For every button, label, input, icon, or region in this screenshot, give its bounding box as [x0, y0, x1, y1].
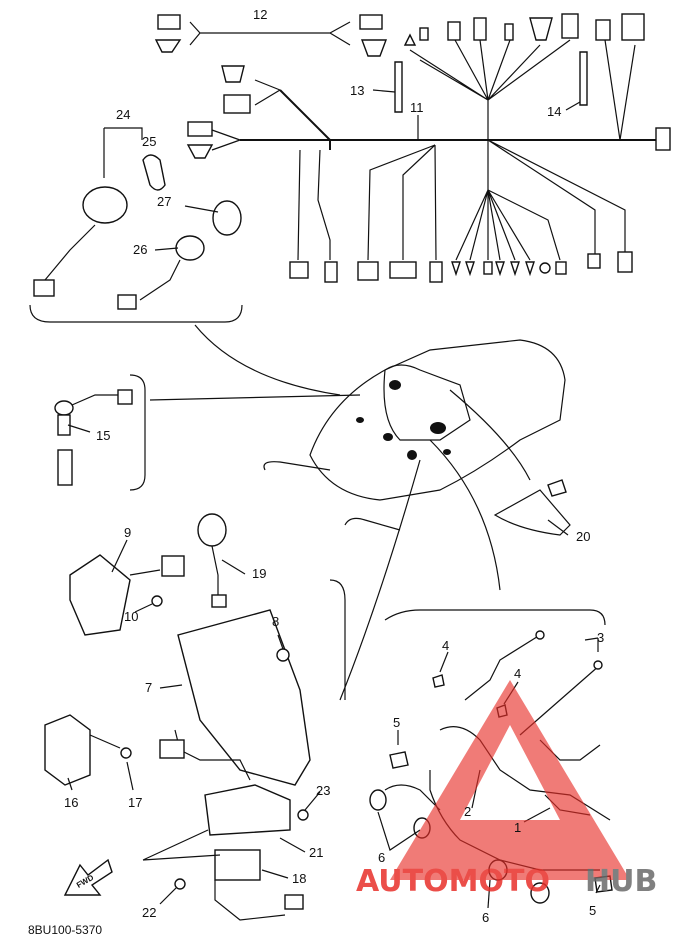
part-label-23: 23	[316, 783, 330, 798]
part-label-15: 15	[96, 428, 110, 443]
watermark-triangle-icon	[390, 680, 630, 880]
part-label-7: 7	[145, 680, 152, 695]
part-label-5b: 5	[589, 903, 596, 918]
part-label-21: 21	[309, 845, 323, 860]
part-label-26: 26	[133, 242, 147, 257]
part-label-13: 13	[350, 83, 364, 98]
part-label-4a: 4	[442, 638, 449, 653]
part-label-8: 8	[272, 614, 279, 629]
watermark: AUTOMOTO HUB	[356, 680, 657, 899]
part-label-11: 11	[410, 100, 424, 115]
part-label-6a: 6	[378, 850, 385, 865]
part-label-10: 10	[124, 609, 138, 624]
snowmobile-illustration	[149, 324, 571, 701]
part-label-5a: 5	[393, 715, 400, 730]
left-components	[44, 374, 346, 921]
part-label-19: 19	[252, 566, 266, 581]
part-labels: 12 13 11 14 24 25 27 26 15 9 19 20 10 8 …	[64, 7, 604, 925]
part-label-16: 16	[64, 795, 78, 810]
part-label-20: 20	[576, 529, 590, 544]
part-label-17: 17	[128, 795, 142, 810]
part-label-9: 9	[124, 525, 131, 540]
watermark-text-gray: HUB	[585, 864, 657, 899]
part-label-25: 25	[142, 134, 156, 149]
part-label-3: 3	[597, 630, 604, 645]
watermark-text-red: AUTOMOTO	[356, 864, 550, 899]
drawing-code: 8BU100-5370	[28, 923, 102, 937]
part-label-24: 24	[116, 107, 130, 122]
part-label-18: 18	[292, 871, 306, 886]
part-label-4b: 4	[514, 666, 521, 681]
leader-lines	[67, 89, 601, 909]
part-label-14: 14	[547, 104, 561, 119]
wire-harness-group	[154, 13, 671, 283]
fwd-arrow-icon	[63, 858, 113, 896]
part-label-27: 27	[157, 194, 171, 209]
part-label-6b: 6	[482, 910, 489, 925]
part-label-1: 1	[514, 820, 521, 835]
key-switch-group	[29, 127, 243, 323]
part-label-2: 2	[464, 804, 471, 819]
part-label-22: 22	[142, 905, 156, 920]
part-label-12: 12	[253, 7, 267, 22]
